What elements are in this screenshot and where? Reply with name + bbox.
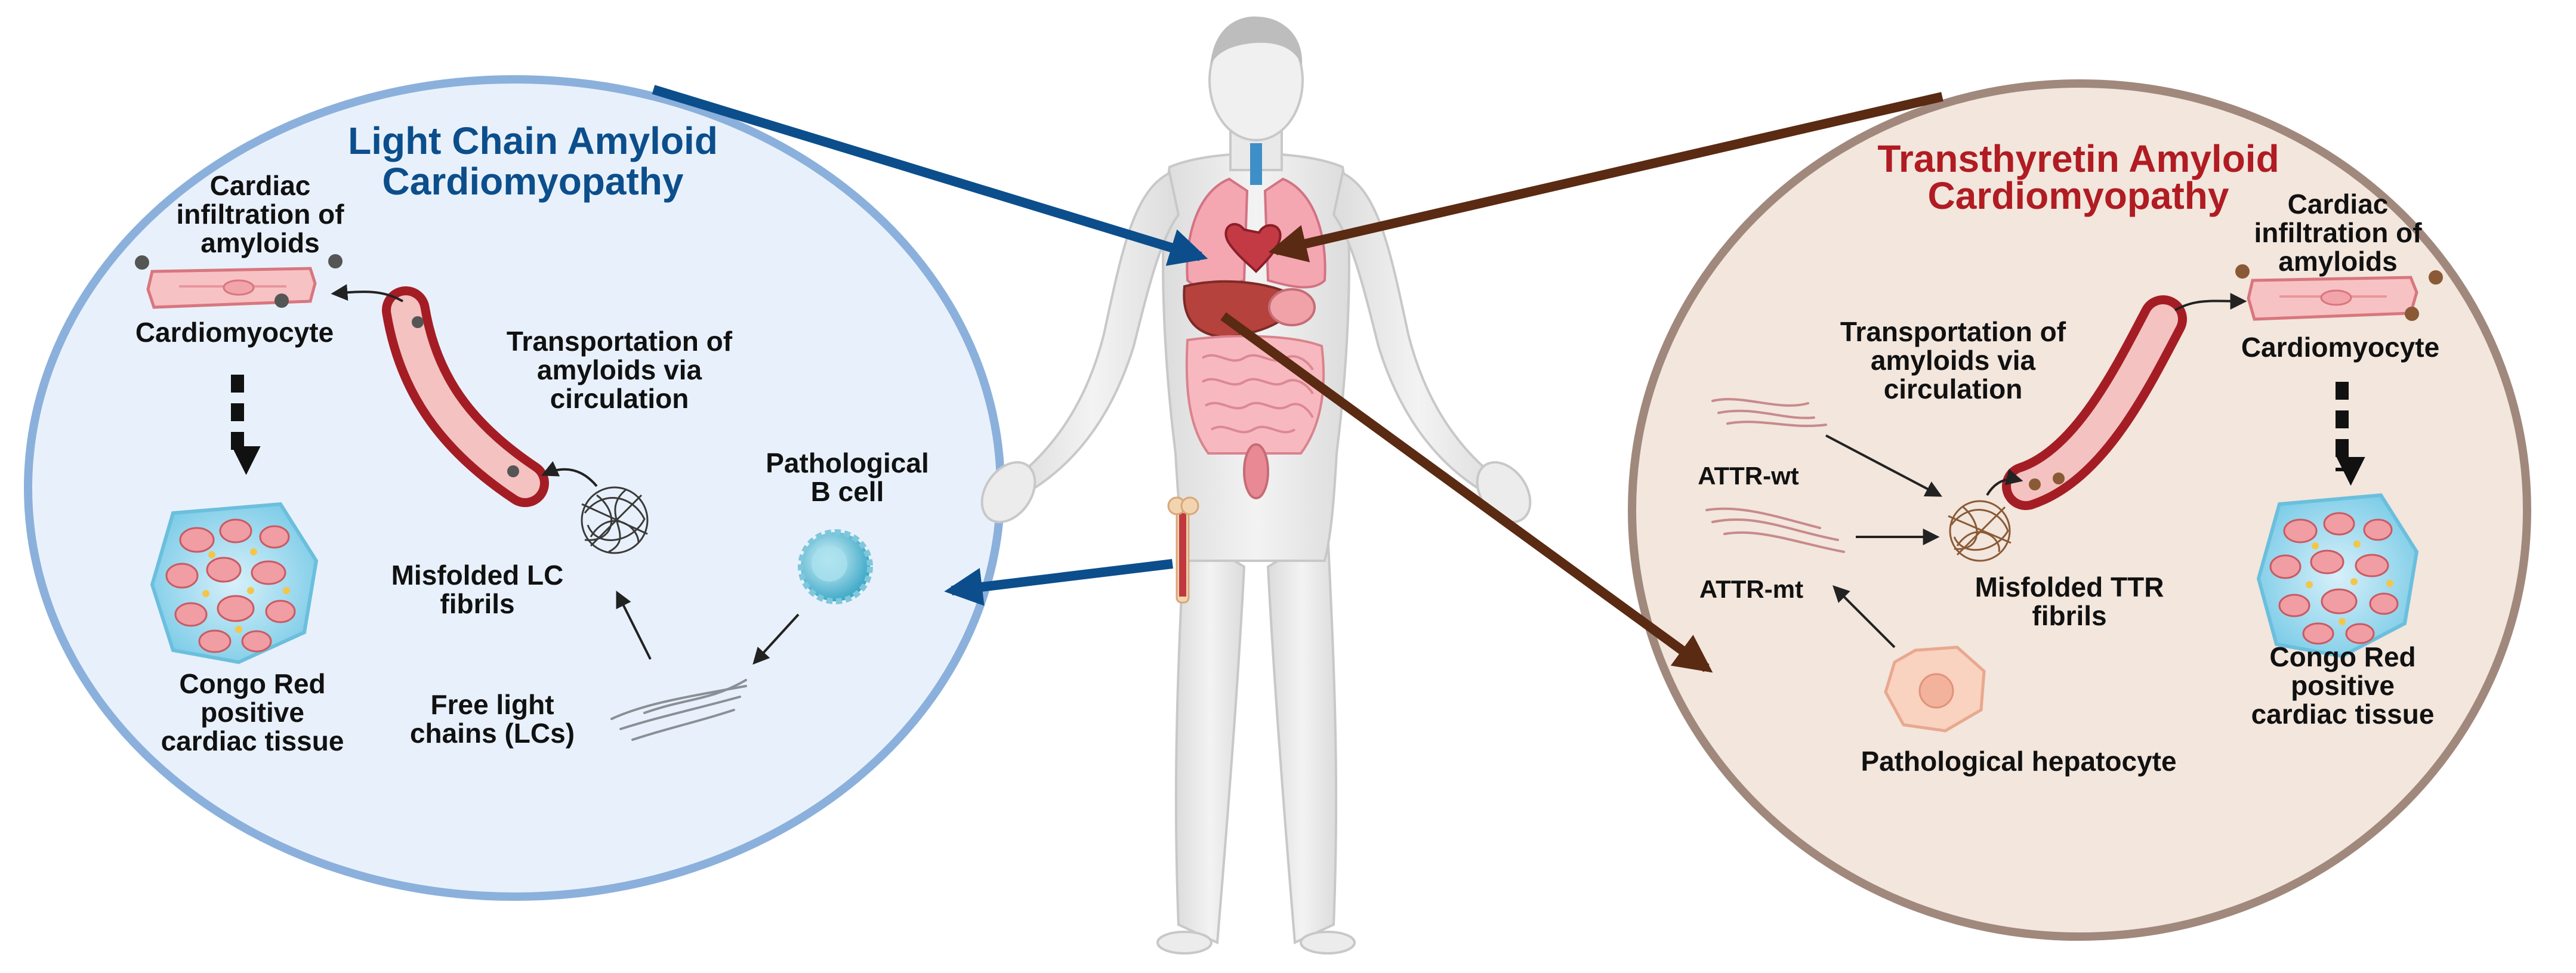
attr-blood-vessel bbox=[2002, 295, 2187, 510]
al-congo-line1: Congo Red bbox=[179, 668, 325, 699]
al-cardiac-tissue-image bbox=[150, 502, 319, 665]
al-vessel-to-cardiomyocyte-arrow bbox=[331, 284, 403, 302]
al-bcell-to-flc-arrow bbox=[752, 613, 800, 665]
al-fibrils-image bbox=[581, 486, 649, 554]
attr-hepatocyte-to-mt-arrow bbox=[1832, 585, 1896, 648]
al-bcell-image bbox=[798, 529, 873, 604]
al-flc-to-fibrils-arrow bbox=[616, 590, 652, 660]
bone-marrow-icon bbox=[1167, 496, 1199, 604]
attr-hepatocyte-image bbox=[1884, 645, 1986, 733]
al-infiltration-line2: infiltration of bbox=[176, 199, 344, 230]
al-blood-vessel bbox=[382, 286, 549, 507]
attr-fibrils-to-vessel-arrow bbox=[1986, 468, 2023, 496]
al-flc-image bbox=[610, 679, 747, 741]
attr-congo-line1: Congo Red bbox=[2269, 641, 2415, 672]
al-infiltration-line3: amyloids bbox=[200, 227, 319, 258]
al-congo-line2: positive bbox=[200, 697, 304, 728]
al-bcell-line1: Pathological bbox=[766, 447, 928, 478]
liver-to-attr-arrow bbox=[1220, 312, 1713, 673]
attr-mt-strands bbox=[1705, 507, 1845, 553]
attr-transport-line1: Transportation of bbox=[1840, 316, 2066, 347]
attr-transport-line2: amyloids via bbox=[1871, 345, 2036, 376]
al-congo-line3: cardiac tissue bbox=[161, 725, 344, 756]
attr-title-line1: Transthyretin Amyloid bbox=[1877, 137, 2279, 180]
al-flc-line1: Free light bbox=[430, 689, 554, 720]
attr-vessel-to-cardiomyocyte-arrow bbox=[2174, 292, 2247, 311]
al-fibrils-line2: fibrils bbox=[440, 588, 514, 619]
attr-fibrils-image bbox=[1948, 500, 2012, 562]
al-infiltration-line1: Cardiac bbox=[210, 170, 311, 201]
attr-congo-line3: cardiac tissue bbox=[2251, 699, 2435, 730]
al-flc-line2: chains (LCs) bbox=[410, 718, 575, 749]
al-transport-line2: amyloids via bbox=[537, 354, 702, 385]
al-cardiomyocyte-label: Cardiomyocyte bbox=[135, 317, 334, 348]
bone-marrow-to-al-arrow bbox=[944, 559, 1173, 606]
al-fibrils-line1: Misfolded LC bbox=[391, 560, 564, 591]
al-to-heart-arrow bbox=[652, 85, 1208, 266]
al-transport-line3: circulation bbox=[550, 383, 689, 414]
attr-wt-strands bbox=[1711, 398, 1827, 427]
attr-wt-to-fibrils-arrow bbox=[1825, 434, 1942, 497]
attr-cardiac-tissue-image bbox=[2256, 493, 2419, 659]
attr-panel: Transthyretin Amyloid Cardiomyopathy Car… bbox=[1628, 79, 2531, 941]
attr-mt-label: ATTR-mt bbox=[1699, 575, 1803, 603]
attr-wt-label: ATTR-wt bbox=[1698, 462, 1799, 490]
attr-transport-line3: circulation bbox=[1884, 373, 2023, 404]
al-title-line2: Cardiomyopathy bbox=[382, 160, 684, 203]
attr-to-heart-arrow bbox=[1268, 92, 1943, 262]
attr-cardiomyocyte-label: Cardiomyocyte bbox=[2241, 332, 2439, 363]
al-fibrils-to-vessel-arrow bbox=[541, 461, 598, 487]
attr-fibrils-line1: Misfolded TTR bbox=[1975, 572, 2164, 603]
attr-cardiomyocyte-image bbox=[2235, 264, 2443, 321]
attr-hepatocyte-label: Pathological hepatocyte bbox=[1861, 746, 2176, 777]
attr-infiltration-line3: amyloids bbox=[2278, 246, 2397, 277]
al-title-line1: Light Chain Amyloid bbox=[348, 119, 718, 162]
al-bcell-line2: B cell bbox=[811, 476, 884, 507]
attr-congo-line2: positive bbox=[2291, 670, 2395, 701]
al-cardiomyocyte-image bbox=[135, 254, 343, 309]
attr-fibrils-line2: fibrils bbox=[2032, 600, 2106, 631]
attr-infiltration-line1: Cardiac bbox=[2288, 189, 2389, 220]
attr-title-line2: Cardiomyopathy bbox=[1928, 174, 2229, 217]
al-panel: Light Chain Amyloid Cardiomyopathy Cardi… bbox=[24, 75, 1005, 901]
attr-infiltration-line2: infiltration of bbox=[2254, 217, 2422, 248]
al-transport-line1: Transportation of bbox=[507, 326, 733, 357]
